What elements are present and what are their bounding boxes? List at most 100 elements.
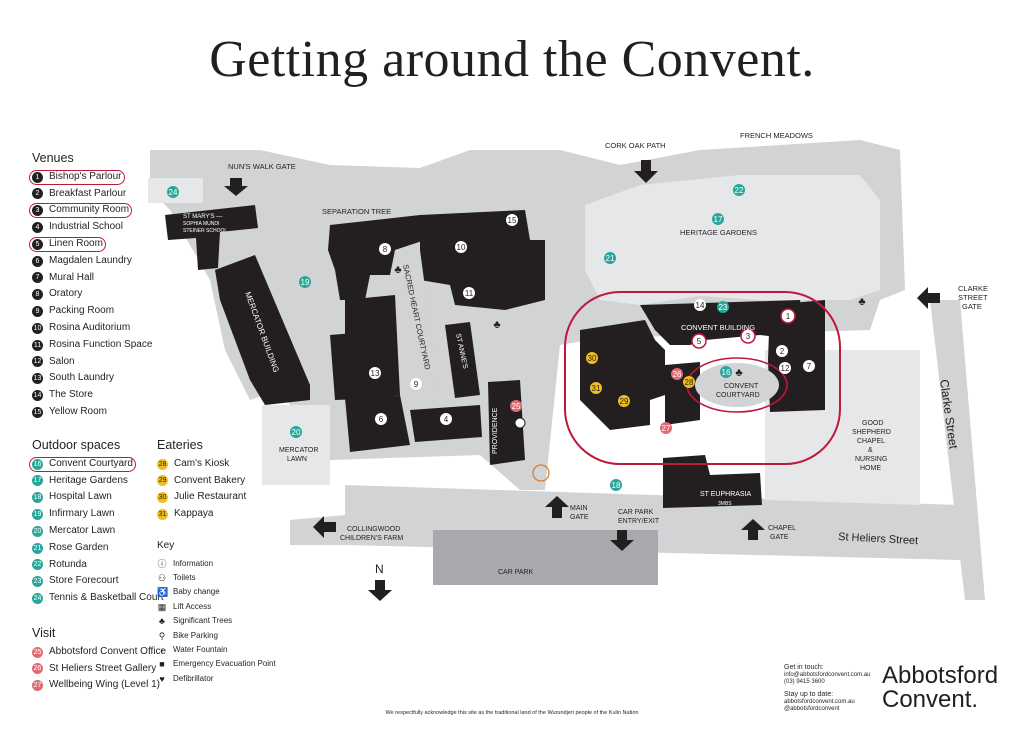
outdoor-label: Store Forecourt (49, 575, 119, 587)
tree-icon: ♣ (672, 480, 679, 492)
contact-phone: (03) 9415 3600 (784, 679, 825, 685)
eateries-heading: Eateries (157, 438, 203, 452)
st-annes-building (445, 322, 480, 398)
brand-line-2: Convent. (882, 686, 979, 713)
south-laundry (330, 330, 395, 400)
label-chapel-gate-1: CHAPEL (768, 525, 796, 532)
svg-text:6: 6 (379, 415, 384, 424)
label-convent-building: CONVENT BUILDING (681, 323, 755, 332)
venues-number-badge: 14 (32, 390, 43, 402)
eateries-label: Julie Restaurant (174, 491, 247, 503)
marker-19: 19 (299, 276, 311, 288)
key-label: Lift Access (173, 601, 212, 611)
chapel-gate-arrow (741, 519, 765, 540)
svg-text:13: 13 (371, 369, 380, 378)
key-label: Water Fountain (173, 644, 228, 654)
svg-text:5: 5 (697, 337, 702, 346)
info-icon: ⓘ (157, 558, 167, 569)
eateries-number-badge: 28 (157, 458, 168, 470)
visit-heading: Visit (32, 626, 56, 640)
venues-label: Rosina Function Space (49, 338, 153, 350)
eateries-label: Cam's Kiosk (174, 457, 230, 469)
visit-label: Abbotsford Convent Office (49, 645, 167, 657)
eateries-label: Convent Bakery (174, 474, 246, 486)
mercator-building (215, 255, 310, 405)
svg-text:23: 23 (719, 303, 728, 312)
svg-text:24: 24 (169, 188, 178, 197)
outdoor-label: Infirmary Lawn (49, 508, 115, 520)
venues-heading: Venues (32, 151, 74, 165)
venues-number-badge: 5 (32, 238, 43, 250)
svg-text:21: 21 (606, 254, 615, 263)
visit-number-badge: 26 (32, 663, 43, 675)
contact-website[interactable]: abbotsfordconvent.com.au (784, 699, 855, 705)
eateries-item: 30 Julie Restaurant (157, 489, 246, 506)
highlight-outline (29, 236, 106, 252)
marker-30: 30 (586, 352, 598, 364)
trees-layer: ♣ ♣ ♣ ♣ ♣ ♣ (370, 223, 865, 492)
svg-text:22: 22 (735, 186, 744, 195)
convent-highlight-ring (564, 291, 841, 465)
highlight-outline (29, 203, 132, 219)
st-euphrasia-building (663, 455, 762, 508)
key-label: Bike Parking (173, 630, 218, 640)
key-heading: Key (157, 540, 175, 551)
sacred-heart-courtyard-shape (395, 250, 440, 405)
outdoor-label: Rose Garden (49, 541, 109, 553)
key-label: Information (173, 558, 214, 568)
key-item: ♁ Water Fountain (157, 643, 276, 657)
mercator-lawn-area (262, 405, 330, 485)
baby-change-icon: ♿ (157, 587, 169, 598)
nuns-walk-gate-arrow (224, 178, 248, 196)
venues-label: Breakfast Parlour (49, 187, 127, 199)
collingwood-arrow (313, 516, 336, 538)
key-item: ▦Lift Access (157, 600, 276, 614)
north-arrow (368, 580, 392, 601)
eateries-number-badge: 30 (157, 492, 168, 504)
get-in-touch-label: Get in touch: (784, 664, 824, 671)
svg-text:3: 3 (746, 332, 751, 341)
tree-icon: ♣ (394, 264, 401, 276)
marker-11: 11 (463, 287, 475, 299)
marker-9: 9 (410, 378, 422, 390)
venues-number-badge: 6 (32, 255, 43, 267)
marker-2: 2 (776, 345, 788, 357)
svg-text:1: 1 (786, 312, 791, 321)
venues-label: Linen Room (49, 237, 103, 249)
svg-text:8: 8 (383, 245, 388, 254)
label-convent-courtyard-1: CONVENT (724, 383, 759, 390)
outdoor-number-badge: 22 (32, 559, 43, 571)
outdoor-number-badge: 17 (32, 475, 43, 487)
water-icon: ♁ (158, 644, 166, 655)
label-sophia-mundi: SOPHIA MUNDI (183, 221, 219, 227)
key-label: Toilets (173, 572, 196, 582)
label-car-park-entry-1: CAR PARK (618, 509, 654, 516)
tree-icon: ♣ (493, 319, 500, 331)
contact-email[interactable]: info@abbotsfordconvent.com.au (784, 672, 871, 678)
marker-17: 17 (712, 213, 724, 225)
clarke-street-gate-arrow (917, 287, 940, 309)
label-steiner-school: STEINER SCHOOL (183, 228, 227, 234)
toilet-icon: ⚇ (157, 572, 167, 583)
evacuation-point-marker (532, 464, 550, 482)
svg-text:27: 27 (662, 424, 671, 433)
venues-label: Salon (49, 355, 75, 367)
